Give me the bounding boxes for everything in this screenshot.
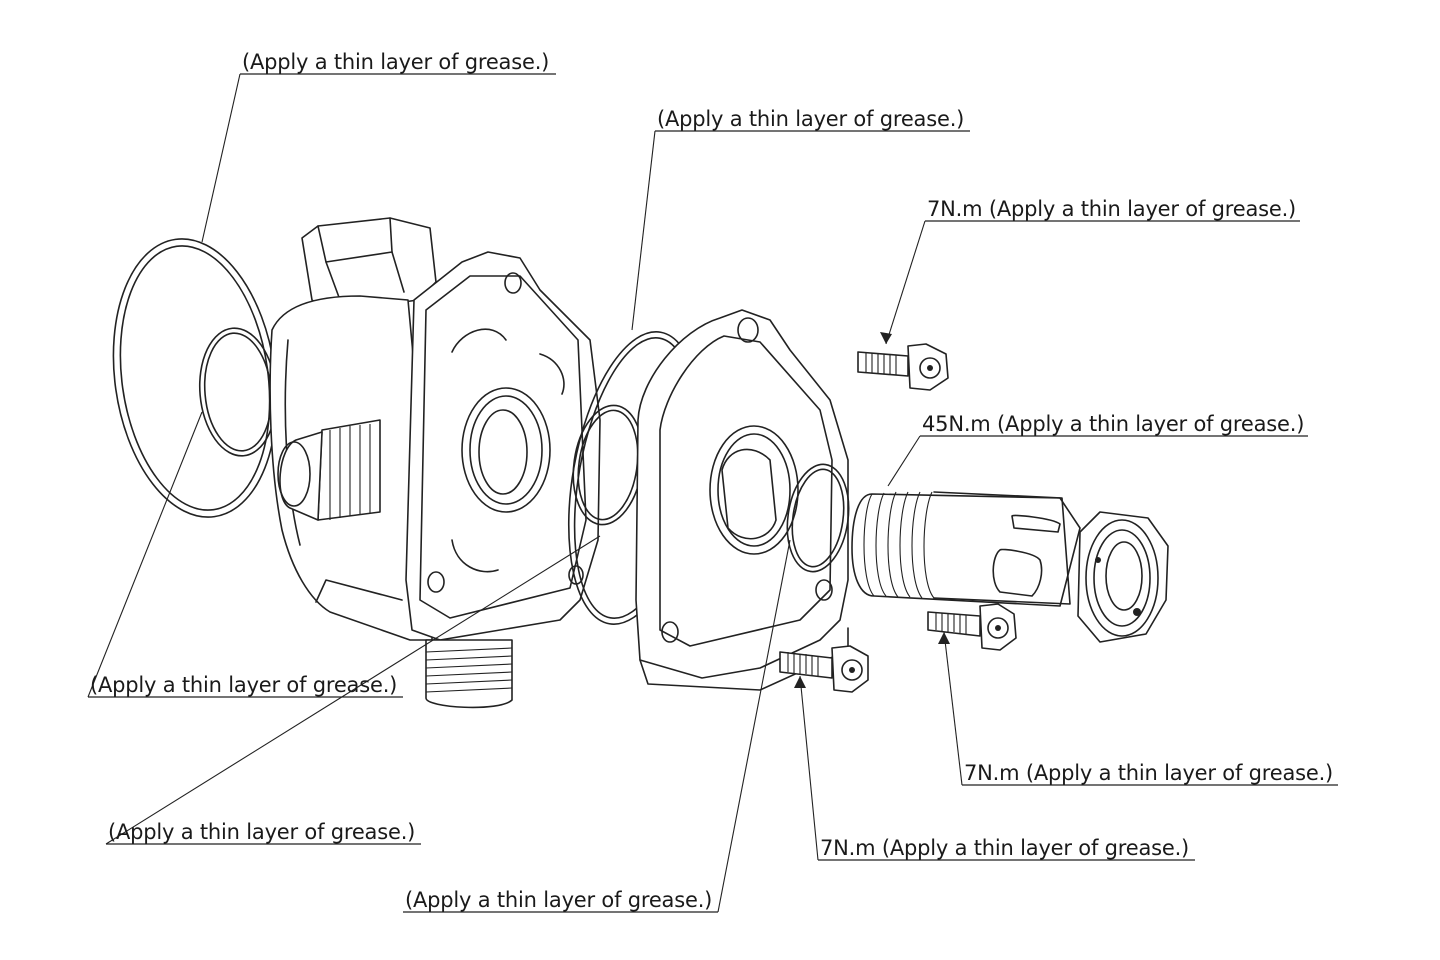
torque-callout-top-bolt: 7N.m (Apply a thin layer of grease.)	[927, 197, 1297, 221]
grease-callout-bottom-left: (Apply a thin layer of grease.)	[108, 820, 416, 844]
leader-lines	[87, 73, 963, 913]
torque-callout-bottom-right-bolt: 7N.m (Apply a thin layer of grease.)	[964, 761, 1334, 785]
torque-callout-bottom-middle-bolt: 7N.m (Apply a thin layer of grease.)	[820, 836, 1190, 860]
small-o-ring-right	[786, 463, 850, 573]
callout-underlines	[88, 73, 1338, 913]
bolt-bottom-middle	[779, 645, 869, 693]
main-housing	[269, 217, 601, 709]
grease-callout-left-small-o-ring: (Apply a thin layer of grease.)	[90, 673, 398, 697]
bolt-bottom-right	[927, 603, 1017, 651]
small-o-ring-left	[198, 327, 278, 457]
bolt-top-right	[857, 343, 949, 391]
large-o-ring-left	[112, 238, 278, 518]
torque-callout-hollow-bolt: 45N.m (Apply a thin layer of grease.)	[922, 412, 1305, 436]
grease-callout-bottom-center: (Apply a thin layer of grease.)	[405, 888, 713, 912]
adapter-plate	[635, 309, 849, 691]
center-hollow-bolt	[851, 491, 1169, 643]
grease-callout-top-middle: (Apply a thin layer of grease.)	[657, 107, 965, 131]
grease-callout-top-left: (Apply a thin layer of grease.)	[242, 50, 550, 74]
